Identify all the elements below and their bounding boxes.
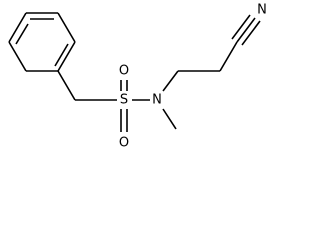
n-methyl-bond (162, 108, 177, 130)
n-chain-bond (162, 70, 179, 92)
nitrile-nitrogen-label: N (257, 3, 267, 18)
amide-nitrogen-label: N (152, 93, 162, 108)
ring-bond (8, 41, 27, 72)
ring-bond (8, 12, 27, 43)
oxygen-top-label: O (119, 64, 129, 79)
ring-double-bond (15, 23, 29, 45)
benzene-ring (8, 12, 76, 72)
chain-bond (219, 41, 238, 72)
benzyl-bond (57, 70, 76, 101)
oxygen-bottom-label: O (119, 136, 129, 151)
ring-bond (57, 12, 76, 43)
structural-formula: N O S O N (8, 3, 267, 151)
sulfur-label: S (120, 93, 128, 108)
ring-double-bond (54, 43, 69, 67)
ring-bond (57, 41, 76, 72)
nitrile-triple-bond (231, 14, 261, 46)
